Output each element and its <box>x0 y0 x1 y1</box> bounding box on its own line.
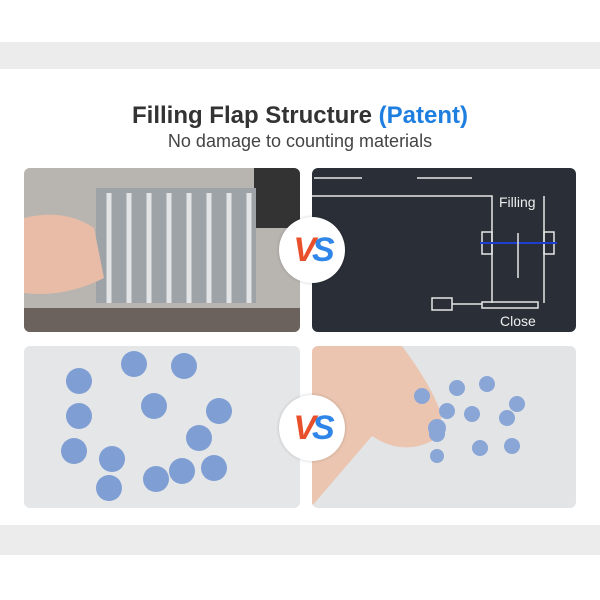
title-text: Filling Flap Structure <box>131 102 372 129</box>
close-label: Close <box>500 313 536 329</box>
bottom-band <box>0 525 600 555</box>
filling-label: Filling <box>499 194 536 210</box>
filling-diagram: Filling Close <box>312 168 576 332</box>
vs-v: V <box>293 230 316 269</box>
page-title: Filling Flap Structure (Patent) <box>0 102 600 130</box>
machine-photo <box>24 168 300 332</box>
vs-s: S <box>312 408 335 447</box>
subtitle: No damage to counting materials <box>167 131 433 151</box>
vs-v: V <box>293 408 316 447</box>
damaged-tablets-photo <box>312 346 576 508</box>
intact-tablets-photo <box>24 346 300 508</box>
top-band <box>0 42 600 69</box>
title-highlight: (Patent) <box>378 102 469 129</box>
vs-s: S <box>312 230 335 269</box>
